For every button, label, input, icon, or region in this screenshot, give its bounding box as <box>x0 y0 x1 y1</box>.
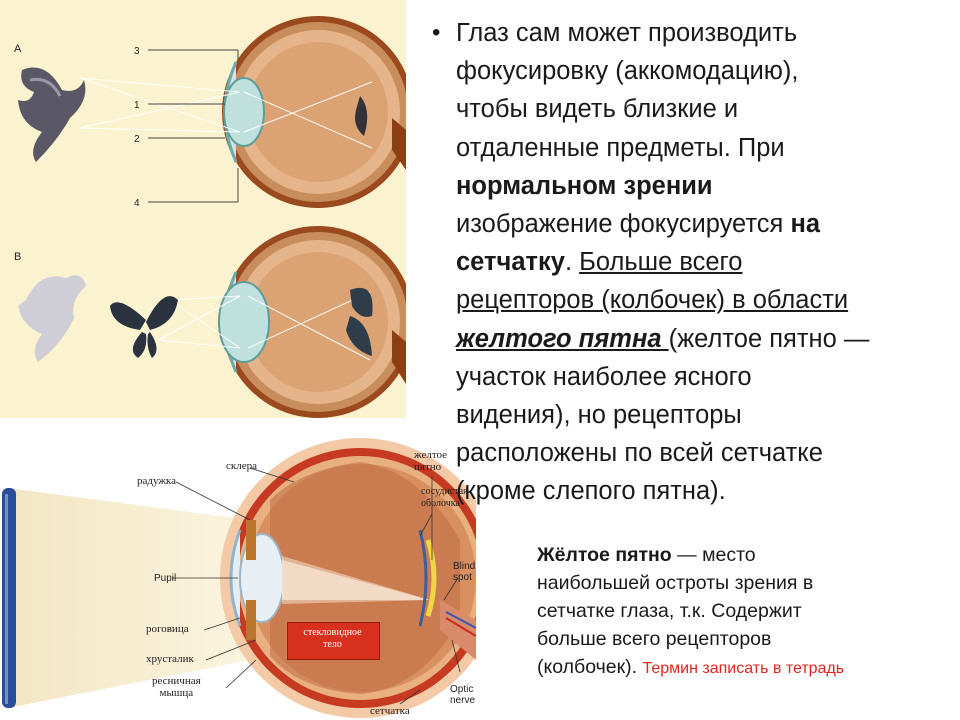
bullet-text-run: изображение фокусируется <box>456 210 791 239</box>
label-cornea: роговица <box>146 623 189 635</box>
bullet-text-run: фокусировку (аккомодацию), <box>456 57 799 86</box>
bullet-text-run: чтобы видеть близкие и <box>456 95 739 124</box>
bullet-line: рецепторов (колбочек) в области <box>456 281 942 319</box>
bullet-line: сетчатку. Больше всего <box>456 243 942 281</box>
accommodation-figure: 3 1 2 4 A B <box>0 0 406 418</box>
bullet-text-run: . <box>564 248 580 277</box>
panel-label-a: A <box>14 43 22 55</box>
label-pupil: Pupil <box>154 573 177 584</box>
definition-line: наибольшей остроты зрения в <box>537 572 814 594</box>
eye-cross-section-figure <box>0 438 476 720</box>
bullet-line: расположены по всей сетчатке <box>456 434 942 472</box>
definition-last-line: (колбочек). Термин записать в тетрадь <box>537 656 845 678</box>
light-beam <box>8 488 250 708</box>
definition-term: Жёлтое пятно <box>537 544 672 566</box>
bullet-line: фокусировку (аккомодацию), <box>456 52 942 90</box>
definition-line: сетчатке глаза, т.к. Содержит <box>537 600 802 622</box>
pigeon-b-silhouette <box>18 275 86 362</box>
bullet-line: нормальном зрении <box>456 167 942 205</box>
label-lens: хрусталик <box>146 653 194 665</box>
panel-label-b: B <box>14 251 21 263</box>
bullet-text-run: участок наиболее ясного <box>456 362 752 391</box>
pigeon-a <box>18 67 86 162</box>
bullet-text-run: расположены по всей сетчатке <box>456 439 823 468</box>
bullet-text-run: нормальном зрении <box>456 171 713 200</box>
bullet-line: изображение фокусируется на <box>456 205 942 243</box>
bullet-text-run: Глаз сам может производить <box>456 19 798 47</box>
bullet-line: видения), но рецепторы <box>456 396 942 434</box>
figure-number: 2 <box>134 134 140 145</box>
bullet-line: (кроме слепого пятна). <box>456 472 942 510</box>
label-iris: радужка <box>137 475 176 487</box>
bullet-line: Глаз сам может производить <box>456 14 942 52</box>
eye-a <box>79 16 406 208</box>
bullet-line: участок наиболее ясного <box>456 358 942 396</box>
leader-lines-a <box>148 49 239 203</box>
definition-first-line: Жёлтое пятно — место <box>537 544 756 566</box>
figure-number: 4 <box>134 198 140 209</box>
bullet-text-run: (кроме слепого пятна). <box>456 477 726 506</box>
bullet-text-run: на <box>790 210 821 239</box>
bullet-text-run: сетчатку <box>456 248 565 277</box>
bullet-text-run: (желтое пятно — <box>668 324 870 353</box>
label-retina: сетчатка <box>370 705 410 717</box>
definition-block: Жёлтое пятно — место наибольшей остроты … <box>537 541 937 683</box>
bullet-text-run: рецепторов (колбочек) в области <box>456 286 849 315</box>
vitreous-body-box <box>287 622 380 660</box>
leader-lines-b <box>172 467 461 705</box>
bullet-text-run: Больше всего <box>579 248 743 277</box>
pen-object <box>2 488 16 708</box>
bullet-lines: Глаз сам может производить фокусировку (а… <box>456 14 942 511</box>
definition-line: больше всего рецепторов <box>537 628 772 650</box>
bullet-paragraph: • Глаз сам может производить фокусировку … <box>432 14 942 511</box>
figure-number: 1 <box>134 100 140 111</box>
label-sclera: склера <box>226 460 257 472</box>
butterfly-b <box>110 296 178 358</box>
bullet-text-run: видения), но рецепторы <box>456 401 742 430</box>
eye-b <box>157 226 406 418</box>
bullet-text-run: желтого пятна <box>456 324 669 353</box>
definition-note: Термин записать в тетрадь <box>642 660 845 677</box>
bullet-marker: • <box>432 19 441 46</box>
bullet-text-run: отдаленные предметы. При <box>456 133 785 162</box>
bullet-line: чтобы видеть близкие и <box>456 90 942 128</box>
bullet-line: отдаленные предметы. При <box>456 129 942 167</box>
bullet-line: желтого пятна (желтое пятно — <box>456 320 942 358</box>
figure-number: 3 <box>134 46 140 57</box>
